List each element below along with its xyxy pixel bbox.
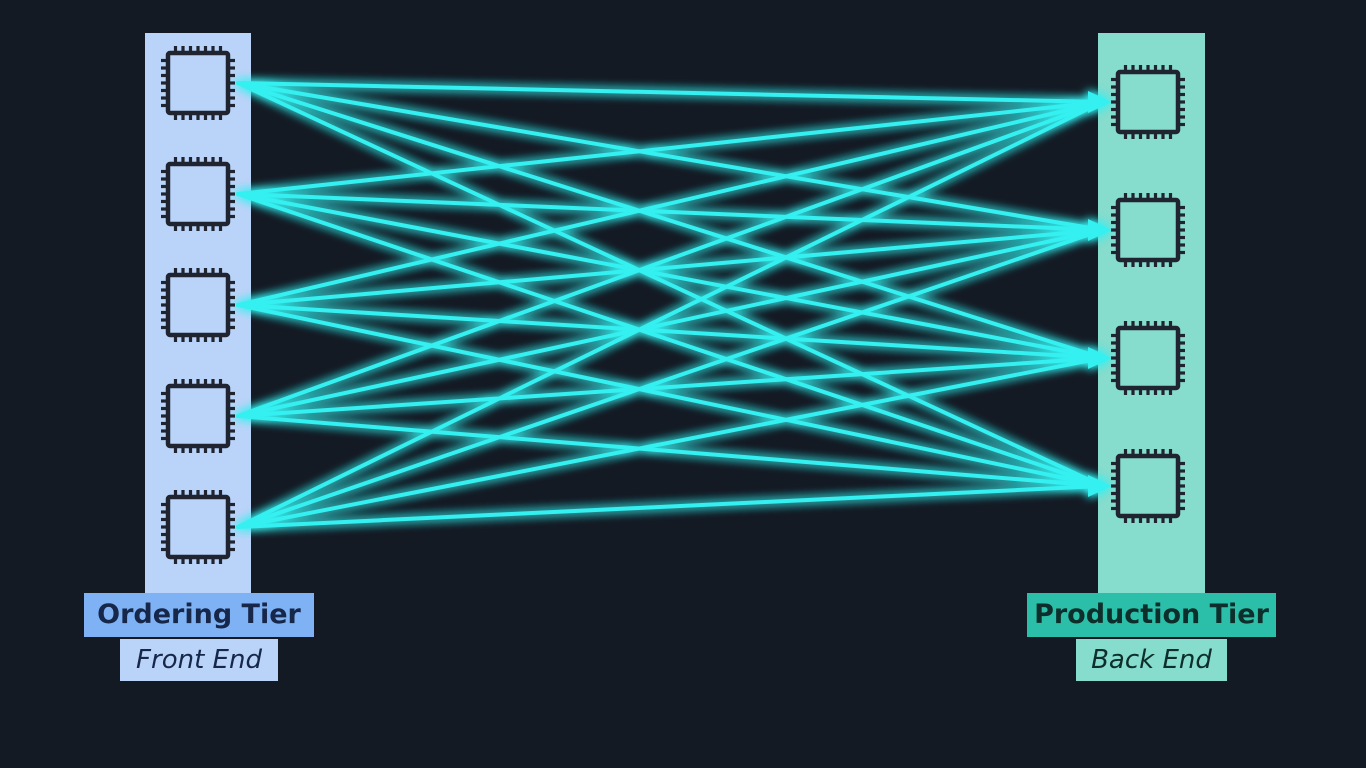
- connection-line-f1-b3: [236, 81, 1104, 360]
- back-end-nodes: [1111, 65, 1185, 523]
- arrowhead-3: [1088, 347, 1112, 369]
- connection-line-f3-b4: [236, 303, 1104, 488]
- arrowhead-4: [1088, 475, 1112, 497]
- connection-line-f1-b1: [236, 81, 1104, 104]
- connection-line-f5-b1: [236, 100, 1104, 529]
- front-end-cpu-chip-icon-1: [161, 46, 235, 120]
- back-end-cpu-chip-icon-3: [1111, 321, 1185, 395]
- front-end-cpu-chip-icon-2: [161, 157, 235, 231]
- connection-line-f2-b3: [236, 192, 1104, 360]
- production-tier-title: Production Tier: [1027, 593, 1276, 637]
- ordering-tier-title: Ordering Tier: [84, 593, 314, 637]
- front-end-cpu-chip-icon-4: [161, 379, 235, 453]
- connection-line-f4-b1: [236, 100, 1104, 418]
- arrowhead-2: [1088, 219, 1112, 241]
- connection-line-f5-b4: [236, 484, 1104, 529]
- connection-line-f3-b2: [236, 228, 1104, 307]
- connection-line-f4-b3: [236, 356, 1104, 418]
- arrowhead-1: [1088, 91, 1112, 113]
- connection-line-f3-b3: [236, 303, 1104, 360]
- front-end-nodes: [161, 46, 235, 564]
- connections-layer: [236, 81, 1112, 529]
- front-end-cpu-chip-icon-5: [161, 490, 235, 564]
- connection-line-f1-b2: [236, 81, 1104, 232]
- connection-line-f1-b4: [236, 81, 1104, 488]
- front-end-cpu-chip-icon-3: [161, 268, 235, 342]
- back-end-cpu-chip-icon-4: [1111, 449, 1185, 523]
- connection-line-f2-b1: [236, 100, 1104, 196]
- connection-line-f3-b1: [236, 100, 1104, 307]
- back-end-cpu-chip-icon-1: [1111, 65, 1185, 139]
- back-end-cpu-chip-icon-2: [1111, 193, 1185, 267]
- connection-line-f4-b2: [236, 228, 1104, 418]
- connection-line-f2-b4: [236, 192, 1104, 488]
- connection-line-f5-b3: [236, 356, 1104, 529]
- ordering-tier-subtitle: Front End: [120, 639, 278, 681]
- connection-line-f4-b4: [236, 414, 1104, 488]
- connection-line-f2-b2: [236, 192, 1104, 232]
- production-tier-subtitle: Back End: [1076, 639, 1227, 681]
- connection-line-f5-b2: [236, 228, 1104, 529]
